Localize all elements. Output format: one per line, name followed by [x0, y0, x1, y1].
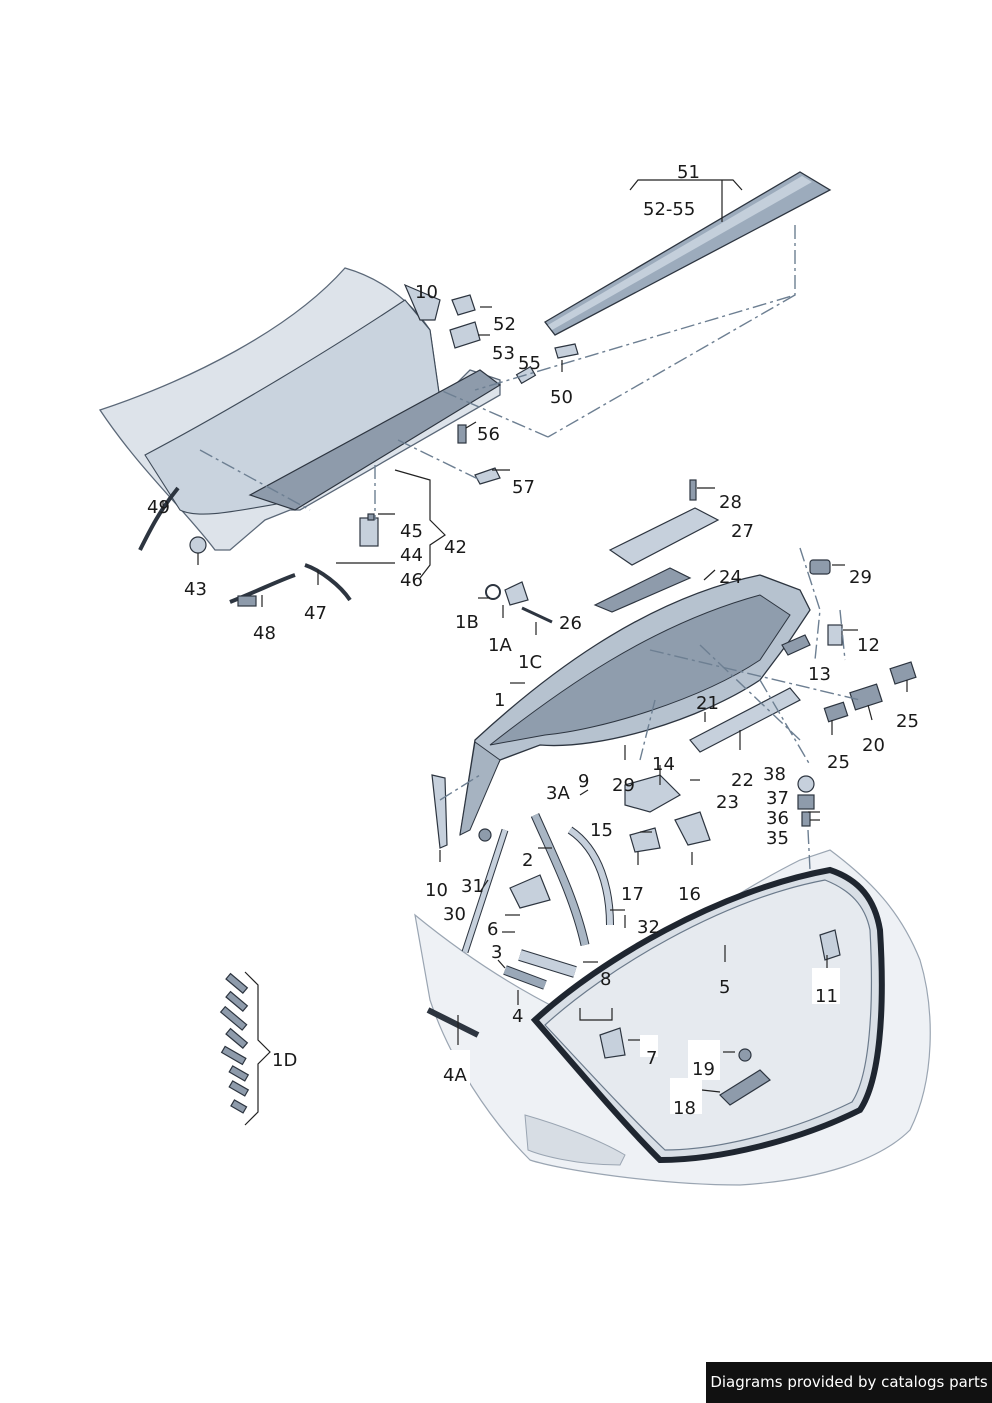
label-56: 56 [477, 424, 500, 445]
label-36: 36 [766, 808, 789, 829]
label-9: 9 [578, 771, 589, 792]
label-10-left: 10 [425, 880, 448, 901]
label-6: 6 [487, 919, 498, 940]
label-35: 35 [766, 828, 789, 849]
label-7: 7 [646, 1048, 657, 1069]
label-43: 43 [184, 579, 207, 600]
label-24: 24 [719, 567, 742, 588]
label-48: 48 [253, 623, 276, 644]
label-26: 26 [559, 613, 582, 634]
label-4A: 4A [443, 1065, 467, 1086]
label-1B: 1B [455, 612, 479, 633]
label-52-55: 52-55 [643, 199, 695, 220]
label-11: 11 [815, 986, 838, 1007]
label-16: 16 [678, 884, 701, 905]
label-50: 50 [550, 387, 573, 408]
label-32: 32 [637, 917, 660, 938]
label-21: 21 [696, 693, 719, 714]
leader-lines [162, 179, 908, 1126]
label-1D: 1D [272, 1050, 297, 1071]
label-12: 12 [857, 635, 880, 656]
label-3A: 3A [546, 783, 570, 804]
label-28: 28 [719, 492, 742, 513]
label-55: 55 [518, 353, 541, 374]
label-4: 4 [512, 1006, 523, 1027]
label-19: 19 [692, 1059, 715, 1080]
label-1C: 1C [518, 652, 542, 673]
label-13: 13 [808, 664, 831, 685]
label-27: 27 [731, 521, 754, 542]
label-18: 18 [673, 1098, 696, 1119]
label-5: 5 [719, 977, 730, 998]
label-17: 17 [621, 884, 644, 905]
label-37: 37 [766, 788, 789, 809]
label-46: 46 [400, 570, 423, 591]
label-22: 22 [731, 770, 754, 791]
trunk-lid-upper [98, 267, 502, 551]
label-53: 53 [492, 343, 515, 364]
license-plate-panel [608, 507, 720, 566]
label-29-top: 29 [849, 567, 872, 588]
trim-strip [593, 567, 692, 613]
label-51: 51 [677, 162, 700, 183]
label-25-right: 25 [896, 711, 919, 732]
screw-set [219, 972, 250, 1114]
label-52: 52 [493, 314, 516, 335]
alignment-lines [199, 225, 861, 871]
spoiler [544, 171, 832, 336]
label-10-top: 10 [415, 282, 438, 303]
label-49: 49 [147, 497, 170, 518]
small-parts [138, 283, 917, 1114]
tailgate [459, 574, 811, 836]
label-1: 1 [494, 690, 505, 711]
label-42: 42 [444, 537, 467, 558]
footer-credit: Diagrams provided by catalogs parts [706, 1362, 992, 1403]
label-47: 47 [304, 603, 327, 624]
label-3: 3 [491, 942, 502, 963]
label-1A: 1A [488, 635, 512, 656]
label-57: 57 [512, 477, 535, 498]
label-31: 31 [461, 876, 484, 897]
label-45: 45 [400, 521, 423, 542]
car-body-rear [414, 849, 931, 1186]
label-15: 15 [590, 820, 613, 841]
label-30: 30 [443, 904, 466, 925]
label-44: 44 [400, 545, 423, 566]
label-20: 20 [862, 735, 885, 756]
label-38: 38 [763, 764, 786, 785]
label-2: 2 [522, 850, 533, 871]
part-labels: 51 52-55 10 52 53 55 50 56 57 49 43 45 4… [147, 162, 919, 1119]
label-14: 14 [652, 754, 675, 775]
label-8: 8 [600, 969, 611, 990]
label-25-left: 25 [827, 752, 850, 773]
label-29-mid: 29 [612, 775, 635, 796]
label-23: 23 [716, 792, 739, 813]
